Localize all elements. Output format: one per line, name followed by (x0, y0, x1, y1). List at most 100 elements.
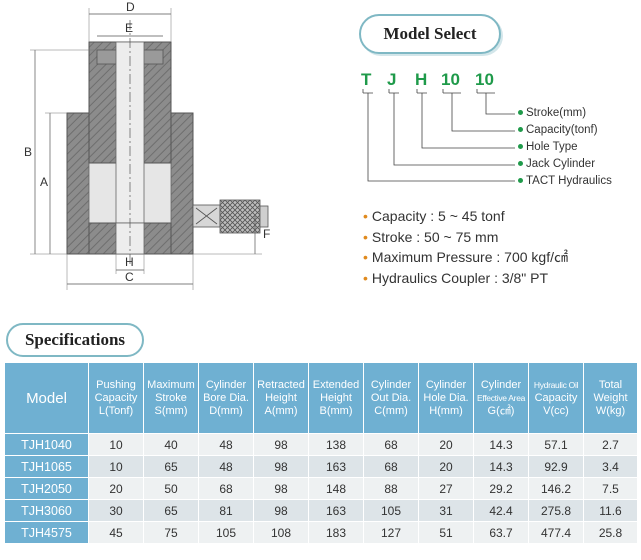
key-spec-list: •Capacity : 5 ~ 45 tonf •Stroke : 50 ~ 7… (363, 206, 568, 288)
table-cell: 48 (198, 433, 254, 456)
table-cell: 25.8 (583, 521, 638, 544)
legend-hole-type: Hole Type (518, 141, 578, 153)
table-row: TJH1065 10 65 48 98 163 68 20 14.3 92.9 … (4, 455, 638, 478)
cell-model: TJH1040 (4, 433, 89, 456)
table-cell: 148 (308, 477, 364, 500)
table-cell: 105 (198, 521, 254, 544)
key-spec-coupler-text: Hydraulics Coupler : 3/8" PT (371, 269, 549, 286)
table-cell: 68 (363, 433, 419, 456)
key-spec-capacity-text: Capacity : 5 ~ 45 tonf (371, 208, 505, 224)
code-letter-3: H (415, 70, 428, 89)
table-cell: 51 (418, 521, 474, 544)
model-code-leader-lines (362, 89, 515, 182)
table-cell: 50 (143, 477, 199, 500)
header-model: Model (4, 362, 89, 434)
table-cell: 98 (253, 499, 309, 522)
table-cell: 98 (253, 455, 309, 478)
table-cell: 2.7 (583, 433, 638, 456)
legend-dot (518, 127, 523, 133)
key-spec-coupler: •Hydraulics Coupler : 3/8" PT (363, 269, 549, 286)
table-cell: 20 (88, 477, 144, 500)
table-cell: 40 (143, 433, 199, 456)
table-cell: 98 (253, 433, 309, 456)
table-cell: 48 (198, 455, 254, 478)
table-cell: 29.2 (473, 477, 529, 500)
dim-label-a: A (40, 175, 48, 189)
table-cell: 163 (308, 455, 364, 478)
legend-jack-cylinder-label: Jack Cylinder (526, 158, 596, 170)
cell-model: TJH1065 (4, 455, 89, 478)
cell-model: TJH2050 (4, 477, 89, 500)
table-cell: 57.1 (528, 433, 584, 456)
table-cell: 68 (363, 455, 419, 478)
table-cell: 20 (418, 433, 474, 456)
table-cell: 65 (143, 455, 199, 478)
code-letter-4: 10 (441, 70, 460, 89)
legend-tact-hydraulics: TACT Hydraulics (518, 175, 612, 187)
cell-model: TJH3060 (4, 499, 89, 522)
cell-model: TJH4575 (4, 521, 89, 544)
table-cell: 11.6 (583, 499, 638, 522)
legend-tact-hydraulics-label: TACT Hydraulics (526, 175, 612, 187)
dim-label-e: E (125, 21, 133, 35)
code-letter-5: 10 (475, 70, 494, 89)
table-cell: 20 (418, 455, 474, 478)
table-cell: 7.5 (583, 477, 638, 500)
table-cell: 127 (363, 521, 419, 544)
legend-stroke: Stroke(mm) (518, 107, 586, 119)
table-cell: 14.3 (473, 455, 529, 478)
legend-stroke-label: Stroke(mm) (526, 107, 587, 119)
table-cell: 183 (308, 521, 364, 544)
dim-label-b: B (24, 145, 32, 159)
table-row: TJH2050 20 50 68 98 148 88 27 29.2 146.2… (4, 477, 638, 500)
dim-label-f: F (263, 227, 270, 241)
legend-dot (518, 161, 523, 167)
table-row: TJH3060 30 65 81 98 163 105 31 42.4 275.… (4, 499, 638, 522)
code-letter-1: T (361, 70, 372, 89)
table-row: TJH4575 45 75 105 108 183 127 51 63.7 47… (4, 521, 638, 544)
table-cell: 68 (198, 477, 254, 500)
table-cell: 75 (143, 521, 199, 544)
table-cell: 477.4 (528, 521, 584, 544)
legend-dot (518, 178, 523, 184)
legend-hole-type-label: Hole Type (526, 141, 578, 153)
table-cell: 275.8 (528, 499, 584, 522)
table-row: TJH1040 10 40 48 98 138 68 20 14.3 57.1 … (4, 433, 638, 456)
table-cell: 30 (88, 499, 144, 522)
key-spec-capacity: •Capacity : 5 ~ 45 tonf (363, 208, 505, 224)
legend-jack-cylinder: Jack Cylinder (518, 158, 595, 170)
key-spec-pressure: •Maximum Pressure : 700 kgf/㎠ (363, 249, 568, 265)
table-cell: 65 (143, 499, 199, 522)
dim-label-c: C (125, 270, 134, 284)
key-spec-stroke: •Stroke : 50 ~ 75 mm (363, 228, 499, 245)
legend-dot (518, 110, 523, 116)
key-spec-pressure-text: Maximum Pressure : 700 kgf/㎠ (371, 249, 568, 265)
dim-label-d: D (126, 0, 135, 14)
code-letter-2: J (387, 70, 397, 89)
table-cell: 81 (198, 499, 254, 522)
table-cell: 163 (308, 499, 364, 522)
specifications-title: Specifications (6, 323, 144, 357)
table-cell: 14.3 (473, 433, 529, 456)
legend-capacity-label: Capacity(tonf) (526, 124, 598, 136)
table-cell: 105 (363, 499, 419, 522)
table-cell: 92.9 (528, 455, 584, 478)
table-cell: 10 (88, 455, 144, 478)
table-cell: 138 (308, 433, 364, 456)
table-cell: 63.7 (473, 521, 529, 544)
coupler-knurl (219, 199, 261, 234)
table-cell: 45 (88, 521, 144, 544)
legend-dot (518, 144, 523, 150)
table-cell: 3.4 (583, 455, 638, 478)
table-cell: 31 (418, 499, 474, 522)
